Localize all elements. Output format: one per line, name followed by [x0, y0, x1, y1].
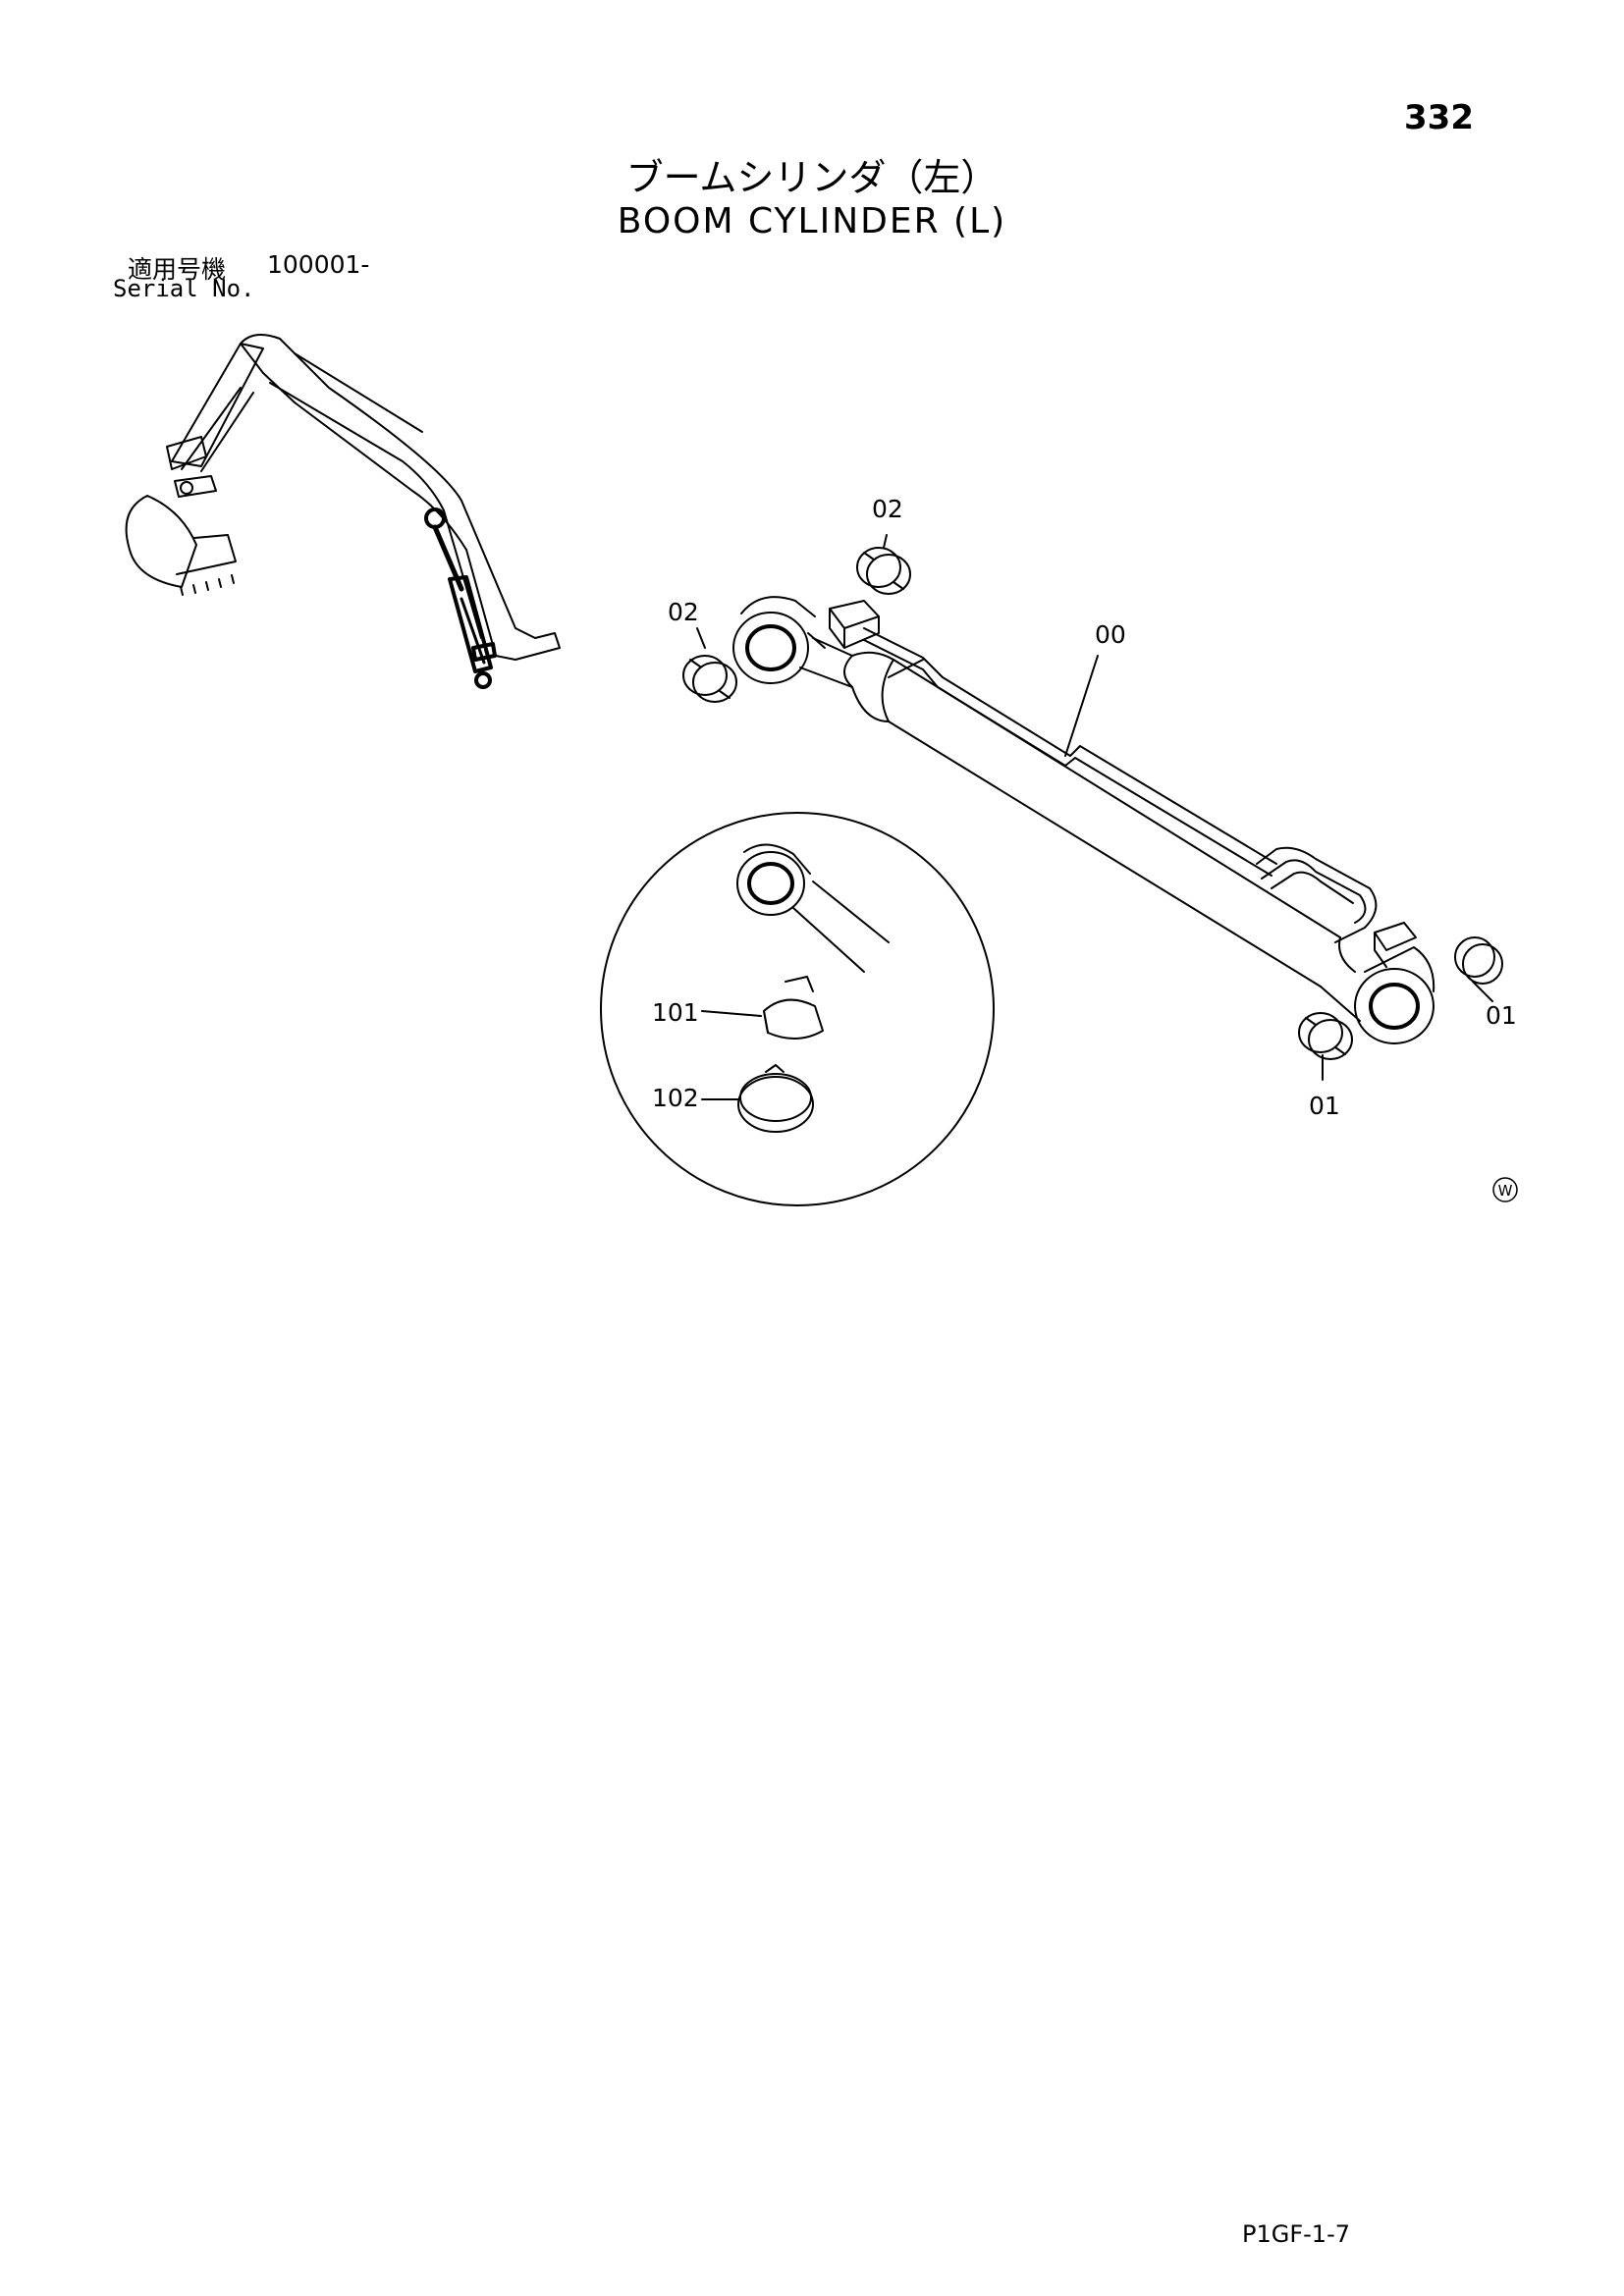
boom-cylinder-assembly: [732, 596, 1435, 1044]
serial-label-japanese: 適用号機: [128, 255, 227, 284]
serial-label-english: Serial No.: [113, 275, 255, 302]
callout-00: 00: [1095, 620, 1126, 649]
footer-code: P1GF-1-7: [1242, 2220, 1351, 2248]
excavator-thumbnail: [125, 334, 561, 689]
leader-line-02b: [883, 534, 888, 549]
page-title-english: BOOM CYLINDER (L): [617, 201, 1007, 241]
leader-line-01a: [1472, 981, 1493, 1002]
leader-line-101: [701, 1010, 762, 1017]
callout-02-left: 02: [668, 598, 699, 626]
callout-01-right: 01: [1486, 1001, 1517, 1030]
callout-102: 102: [652, 1084, 699, 1112]
callout-02-top: 02: [872, 495, 903, 523]
page-number: 332: [1404, 98, 1474, 137]
bushing-02-left: [682, 655, 737, 703]
callout-01-bottom: 01: [1309, 1092, 1340, 1120]
leader-line-02a: [696, 627, 706, 649]
callout-101: 101: [652, 998, 699, 1027]
page-title-japanese: ブームシリンダ（左）: [625, 156, 999, 199]
parts-diagram: 00 02 02 01 01 101 102 W: [125, 334, 1518, 1206]
serial-number-value: 100001-: [267, 250, 370, 279]
bushing-01-right: [1454, 936, 1503, 985]
bushing-01-bottom: [1298, 1012, 1353, 1060]
mark-letter: W: [1498, 1182, 1513, 1200]
leader-line-00: [1064, 655, 1099, 757]
circled-w-mark: W: [1492, 1177, 1518, 1202]
detail-view-circle: [600, 812, 995, 1206]
bushing-02-top: [856, 547, 911, 595]
